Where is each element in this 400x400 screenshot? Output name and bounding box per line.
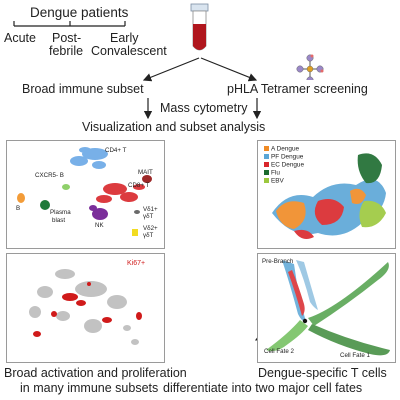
legend-swatch (264, 178, 269, 183)
legend-item-flu: Flu (264, 170, 280, 177)
trajectory-panel: Pre-Branch Cell Fate 2 Cell Fate 1 (257, 253, 396, 363)
tetramer-tsne-panel: A Dengue PF Dengue EC Dengue Flu EBV (257, 140, 396, 249)
timeline-early: Early (110, 31, 139, 45)
trajectory-label-cell-fate-1: Cell Fate 1 (340, 352, 370, 359)
ki67-overlay-plot (29, 269, 142, 345)
cluster-label-cd8: CD8+ T (128, 182, 150, 189)
legend-swatch (264, 162, 269, 167)
legend-item-ec-dengue: EC Dengue (264, 162, 304, 169)
cluster-label-b: B (16, 205, 21, 212)
ki67-label: Ki67+ (127, 260, 146, 267)
legend-item-pf-dengue: PF Dengue (264, 154, 303, 161)
cluster-label-mait: MAIT (138, 169, 153, 176)
tetramer-icon (296, 54, 324, 80)
timeline-febrile: febrile (49, 44, 84, 58)
legend-swatch (264, 154, 269, 159)
immune-subset-tsne-panel: CD4+ T MAIT CXCR5- B CD8+ T B Plasma bla… (6, 140, 165, 249)
timeline-post: Post- (52, 31, 82, 45)
trajectory-label-cell-fate-2: Cell Fate 2 (264, 348, 294, 355)
legend-label: EC Dengue (271, 161, 305, 169)
legend-label: Flu (271, 169, 280, 177)
cluster-label-cxcr5b: CXCR5- B (35, 172, 64, 179)
cluster-label-vd1: Vδ1+ (143, 206, 158, 213)
legend-item-ebv: EBV (264, 178, 284, 185)
legend-item-a-dengue: A Dengue (264, 146, 299, 153)
caption-right-line1: Dengue-specific T cells (258, 366, 387, 380)
cluster-label-vd2: Vδ2+ (143, 225, 158, 232)
caption-left-line2: in many immune subsets (20, 381, 159, 395)
trajectory-label-pre-branch: Pre-Branch (262, 258, 294, 265)
trajectory-plot (266, 260, 390, 356)
caption-right-line2: differentiate into two major cell fates (163, 381, 363, 395)
cluster-label-vd1-gdt: γδT (143, 213, 154, 220)
legend-label: EBV (271, 177, 284, 185)
cluster-label-nk: NK (95, 222, 104, 229)
legend-swatch (264, 146, 269, 151)
legend-swatch (264, 170, 269, 175)
ki67-tsne-panel: Ki67+ (6, 253, 165, 363)
caption-left-line1: Broad activation and proliferation (4, 366, 187, 380)
legend-label: PF Dengue (271, 153, 304, 161)
cluster-label-plasma: Plasma (50, 209, 71, 216)
cluster-label-cd4: CD4+ T (105, 147, 127, 154)
blood-tube-icon (190, 3, 209, 51)
timeline-axis (13, 21, 126, 27)
timeline-acute: Acute (4, 31, 36, 45)
timeline-convalescent: Convalescent (91, 44, 167, 58)
tetramer-map-plot (272, 153, 386, 239)
header-title: Dengue patients (30, 5, 129, 20)
mass-cytometry-label: Mass cytometry (160, 101, 248, 115)
analysis-label: Visualization and subset analysis (82, 120, 266, 134)
legend-label: A Dengue (271, 145, 300, 153)
tsne-clusters (17, 147, 152, 236)
branch-left-label: Broad immune subset (22, 82, 144, 96)
cluster-label-vd2-gdt: γδT (143, 232, 154, 239)
branch-right-label: pHLA Tetramer screening (227, 82, 368, 96)
cluster-label-blast: blast (52, 217, 66, 224)
